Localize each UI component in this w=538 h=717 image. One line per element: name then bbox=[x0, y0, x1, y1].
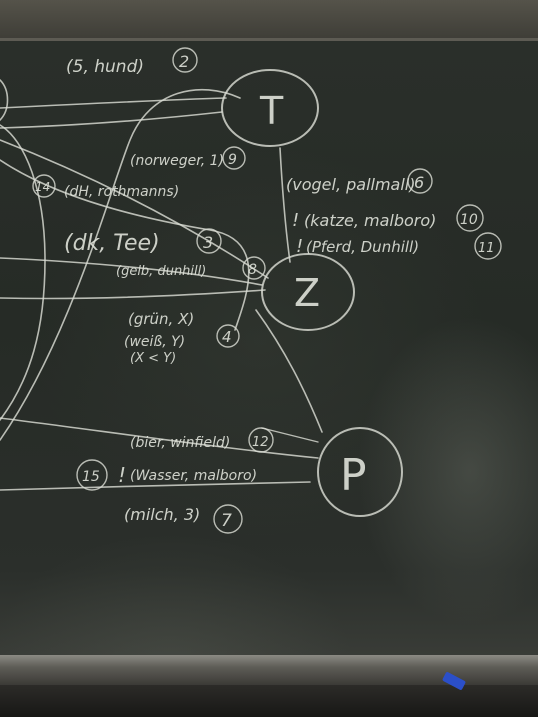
edge-curve-arc bbox=[0, 79, 9, 121]
edge-left-to-z-2 bbox=[0, 257, 263, 286]
bang-pferd: ! bbox=[296, 236, 303, 257]
chalkboard bbox=[0, 38, 538, 663]
num-circle-bier bbox=[248, 427, 274, 453]
num-circle-wasser bbox=[76, 459, 108, 491]
num-pferd: 11 bbox=[478, 241, 495, 256]
num-circle-gelb bbox=[242, 256, 266, 280]
label-milch: (milch, 3) bbox=[124, 505, 200, 524]
num-circle-katze bbox=[456, 204, 484, 232]
num-circle-vogel bbox=[407, 168, 433, 194]
num-milch: 7 bbox=[221, 511, 232, 531]
label-dk-tee: (dk, Tee) bbox=[64, 231, 160, 256]
num-gruen: 4 bbox=[222, 328, 232, 346]
edge-left-to-z-1 bbox=[0, 139, 269, 279]
label-katze: (katze, malboro) bbox=[304, 211, 436, 230]
label-pferd: (Pferd, Dunhill) bbox=[306, 238, 419, 256]
bang-katze: ! bbox=[292, 210, 299, 231]
node-z-label: Z bbox=[294, 271, 320, 315]
num-wasser: 15 bbox=[82, 469, 100, 485]
edge-curve-left bbox=[0, 124, 46, 421]
num-circle-pferd bbox=[474, 232, 502, 260]
label-gruen: (grün, X) bbox=[128, 310, 194, 328]
node-t-label: T bbox=[259, 89, 284, 133]
edge-left-to-p-upper bbox=[0, 417, 319, 459]
num-dk: 3 bbox=[203, 233, 213, 252]
num-gelb: 8 bbox=[248, 262, 257, 278]
edge-left-to-p bbox=[0, 481, 311, 491]
num-dh: 14 bbox=[35, 180, 50, 194]
label-vogel: (vogel, pallmall) bbox=[286, 175, 416, 194]
label-weiss: (weiß, Y) bbox=[124, 334, 185, 350]
edge-p-to-bottom bbox=[261, 427, 319, 443]
num-circle-milch bbox=[213, 504, 243, 534]
edge-t-to-z bbox=[279, 147, 291, 263]
label-wasser: (Wasser, malboro) bbox=[130, 468, 257, 484]
node-p-circle bbox=[317, 427, 403, 517]
label-bier: (bier, winfield) bbox=[130, 435, 230, 451]
num-circle-top bbox=[172, 47, 198, 73]
label-norweger: (norweger, 1) bbox=[130, 153, 224, 169]
num-top: 2 bbox=[179, 52, 189, 71]
num-circle-dh bbox=[32, 174, 56, 198]
edge-left-to-t bbox=[0, 97, 227, 109]
edge-curve-inner bbox=[0, 159, 250, 331]
edge-curve-outer bbox=[0, 88, 241, 441]
num-katze: 10 bbox=[460, 212, 478, 228]
label-dh: (dH, rothmanns) bbox=[64, 184, 179, 200]
tray-shadow bbox=[0, 685, 538, 717]
label-xy: (X < Y) bbox=[130, 351, 176, 366]
edge-left-to-z-3 bbox=[0, 289, 266, 300]
bang-wasser: ! bbox=[118, 463, 126, 487]
node-p-label: P bbox=[340, 450, 367, 501]
num-bier: 12 bbox=[252, 435, 269, 450]
num-vogel: 6 bbox=[414, 173, 424, 192]
edge-z-to-p bbox=[255, 309, 323, 433]
num-norweger: 9 bbox=[228, 152, 237, 168]
num-circle-norweger bbox=[222, 146, 246, 170]
num-circle-gruen bbox=[216, 324, 240, 348]
edge-left-to-t-lower bbox=[0, 111, 223, 129]
label-gelb: (gelb, dunhill) bbox=[116, 264, 206, 279]
label-top-pair: (5, hund) bbox=[66, 57, 144, 77]
node-z-circle bbox=[261, 253, 355, 331]
node-t-circle bbox=[221, 69, 319, 147]
num-circle-dk bbox=[196, 228, 222, 254]
